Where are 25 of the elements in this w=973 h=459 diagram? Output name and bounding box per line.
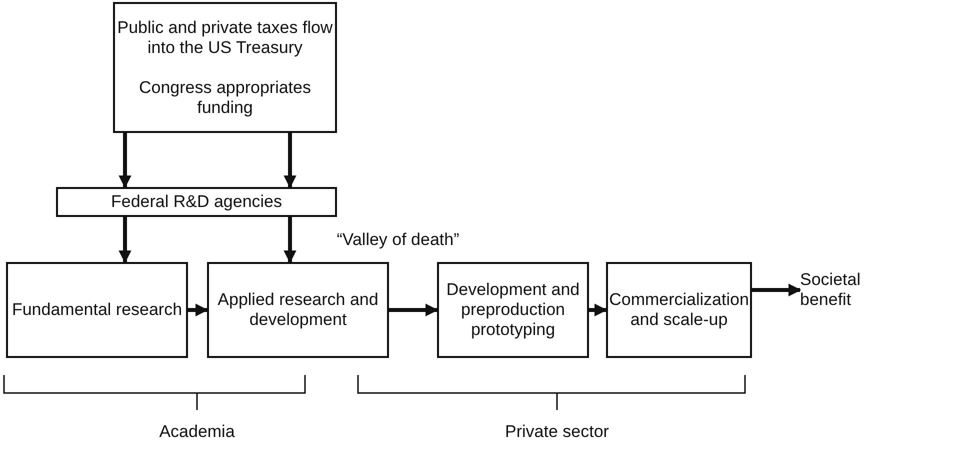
arrow xyxy=(589,304,608,316)
box-text: Development and preproduction prototyping xyxy=(445,280,581,340)
arrow xyxy=(284,133,296,188)
box-text: Applied research and development xyxy=(216,290,380,330)
process-box xyxy=(56,187,337,217)
box-text: Federal R&D agencies xyxy=(110,192,284,212)
arrow xyxy=(284,217,296,264)
process-box xyxy=(207,262,389,358)
box-text: Fundamental research xyxy=(10,300,184,320)
process-box xyxy=(6,262,188,358)
box-text: Congress appropriates funding xyxy=(138,78,312,118)
arrow xyxy=(752,284,802,296)
group-label: Academia xyxy=(159,422,235,442)
annotation-text: “Valley of death” xyxy=(336,230,460,250)
arrow xyxy=(118,217,132,264)
process-box xyxy=(606,262,752,358)
process-box xyxy=(437,262,589,358)
box-text: Commercialization and scale-up xyxy=(608,290,750,330)
arrow xyxy=(188,304,208,316)
outcome-text: Societal benefit xyxy=(800,268,890,312)
group-label: Private sector xyxy=(505,422,609,442)
box-text: Public and private taxes flow into the US Treasury xyxy=(116,18,334,58)
arrow xyxy=(389,304,438,316)
process-box xyxy=(113,2,337,133)
arrow xyxy=(118,133,132,188)
